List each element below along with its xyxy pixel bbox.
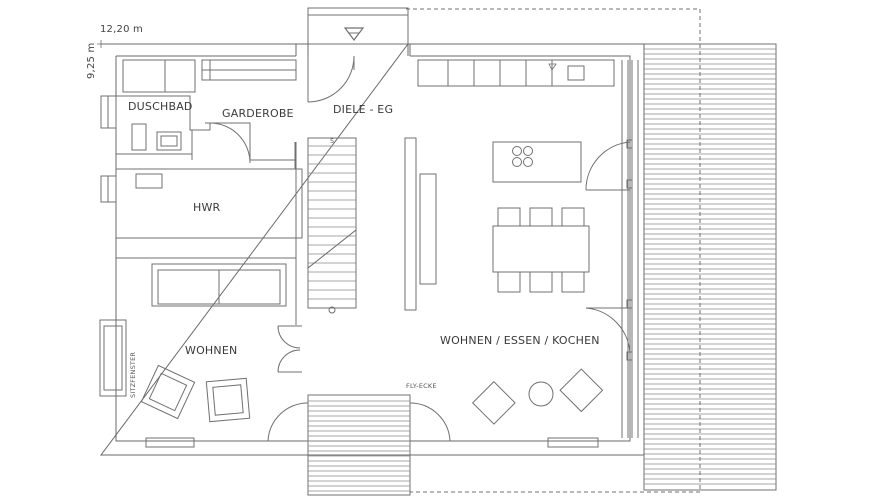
entrance-door [307, 55, 355, 103]
depth-dimension: 9,25 m [86, 42, 97, 79]
dimension-marks [97, 40, 105, 48]
entrance-canopy [307, 7, 409, 45]
room-label-hwr: HWR [193, 201, 221, 214]
fly-ecke-seating [471, 368, 604, 425]
armchair-2 [205, 377, 251, 423]
terrace-windows [621, 60, 639, 438]
bottom-windows [145, 437, 599, 448]
garderobe-cabinet [201, 59, 297, 81]
label-sitzfenster: SITZFENSTER [129, 351, 137, 398]
sitzfenster-bench [99, 319, 127, 397]
label-fly-ecke: FLY-ECKE [406, 382, 437, 390]
exterior-walls [100, 43, 645, 456]
room-divider [404, 137, 437, 311]
width-dimension: 12,20 m [100, 24, 143, 35]
room-label-garderobe: GARDEROBE [222, 107, 294, 120]
room-label-wohnen: WOHNEN [185, 344, 238, 357]
bottom-steps [267, 394, 451, 496]
wohnen-room [116, 257, 302, 373]
left-windows [100, 95, 117, 203]
terrace-doors [585, 141, 631, 357]
room-label-diele: DIELE - EG [333, 103, 394, 116]
kitchen-counter [417, 59, 615, 87]
staircase [295, 137, 357, 325]
terrace-deck [643, 43, 777, 491]
armchair-1 [140, 364, 196, 420]
room-label-wohnen-essen-kochen: WOHNEN / ESSEN / KOCHEN [440, 334, 600, 347]
room-label-duschbad: DUSCHBAD [128, 100, 193, 113]
roof-overhang-outline [406, 8, 701, 493]
stair-step-number: 5 [330, 137, 335, 145]
kitchen-island [492, 141, 582, 183]
hwr-room [116, 122, 303, 239]
dining-table [492, 207, 590, 293]
